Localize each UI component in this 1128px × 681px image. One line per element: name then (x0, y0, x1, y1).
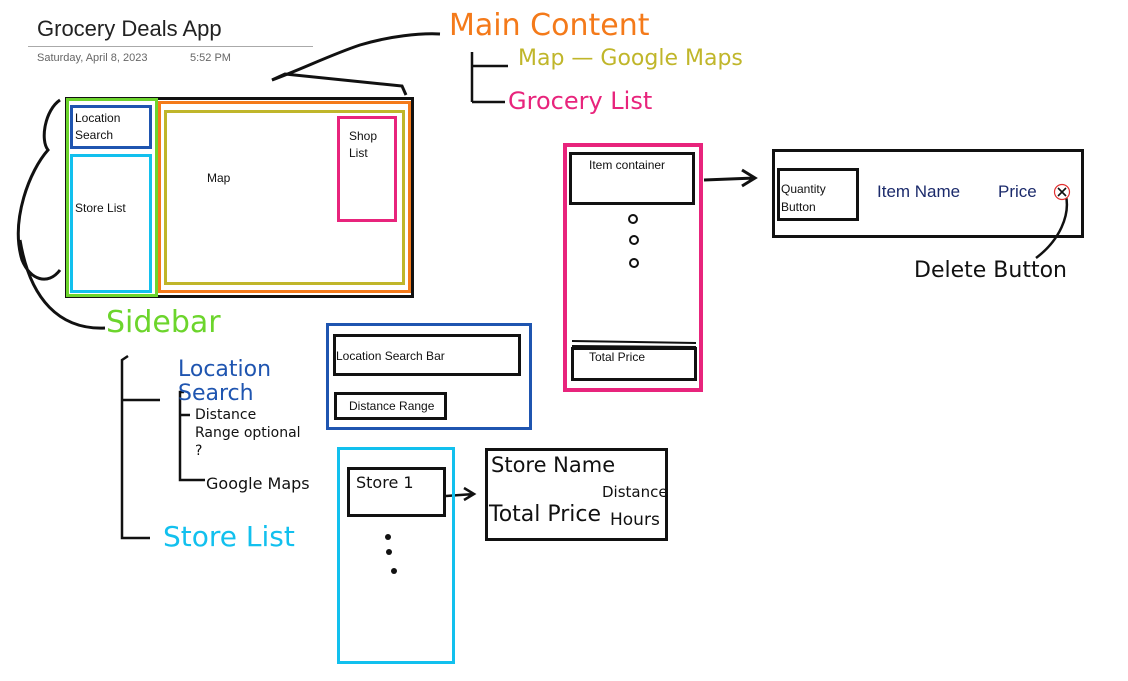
store-item-label: Store 1 (356, 473, 414, 492)
location-search-label: Location Search (75, 111, 121, 142)
page-date: Saturday, April 8, 2023 (37, 52, 148, 64)
ellipsis-dot (391, 568, 397, 574)
store-item-box[interactable] (347, 467, 446, 517)
item-arrow (703, 168, 758, 188)
item-container-box (569, 152, 695, 205)
shop-list-label: Shop List (349, 129, 378, 160)
ellipsis-dot (628, 214, 638, 224)
store-name-label: Store Name (491, 453, 616, 477)
delete-button-annotation: Delete Button (914, 258, 1067, 283)
store-detail-box (485, 448, 668, 541)
main-content-annotation: Main Content (449, 8, 650, 43)
store-list-annotation: Store List (163, 520, 295, 553)
google-maps-annotation: Google Maps (206, 474, 310, 493)
store-total-price-label: Total Price (489, 502, 602, 527)
distance-range-annotation: Distance Range optional ? (195, 407, 301, 459)
item-detail-box (772, 149, 1084, 238)
store-list-region (70, 154, 152, 293)
sidebar-region (66, 98, 158, 297)
store-list-label: Store List (75, 201, 126, 215)
ellipsis-dot (385, 534, 391, 540)
main-content-tree (470, 52, 508, 104)
total-price-box (571, 347, 697, 381)
map-google-maps-annotation: Map — Google Maps (518, 46, 743, 71)
delete-icon[interactable] (1053, 183, 1071, 201)
location-search-bar-label: Location Search Bar (336, 349, 445, 363)
price-label: Price (998, 182, 1037, 201)
map-label: Map (207, 171, 231, 185)
page-time: 5:52 PM (190, 52, 231, 64)
distance-range-label: Distance Range (349, 399, 435, 413)
main-content-brace (271, 32, 441, 82)
page-title: Grocery Deals App (37, 16, 222, 41)
quantity-button-label: Quantity Button (781, 182, 826, 214)
main-content-bracket (271, 72, 408, 96)
shop-list-region (337, 116, 397, 222)
location-search-bar[interactable] (333, 334, 521, 376)
distance-range-box[interactable] (334, 392, 447, 420)
total-price-label: Total Price (589, 350, 646, 364)
location-search-panel (326, 323, 532, 430)
item-container-label: Item container (589, 158, 666, 172)
ellipsis-dot (386, 549, 392, 555)
grocery-list-panel (563, 143, 703, 392)
item-name-label: Item Name (877, 182, 961, 201)
quantity-button-box[interactable] (777, 168, 859, 221)
store-hours-label: Hours (610, 510, 660, 530)
sidebar-annotation: Sidebar (106, 305, 221, 340)
title-underline (28, 46, 313, 47)
main-content-region (158, 101, 411, 293)
location-search-annotation: Location Search (178, 357, 272, 406)
grocery-list-annotation: Grocery List (508, 87, 653, 115)
ellipsis-dot (629, 258, 639, 268)
map-region (164, 110, 405, 285)
sidebar-tree (120, 354, 160, 540)
location-search-region (70, 105, 152, 149)
store-distance-label: Distance (602, 483, 668, 501)
ellipsis-dot (629, 235, 639, 245)
store-list-panel (337, 447, 455, 664)
